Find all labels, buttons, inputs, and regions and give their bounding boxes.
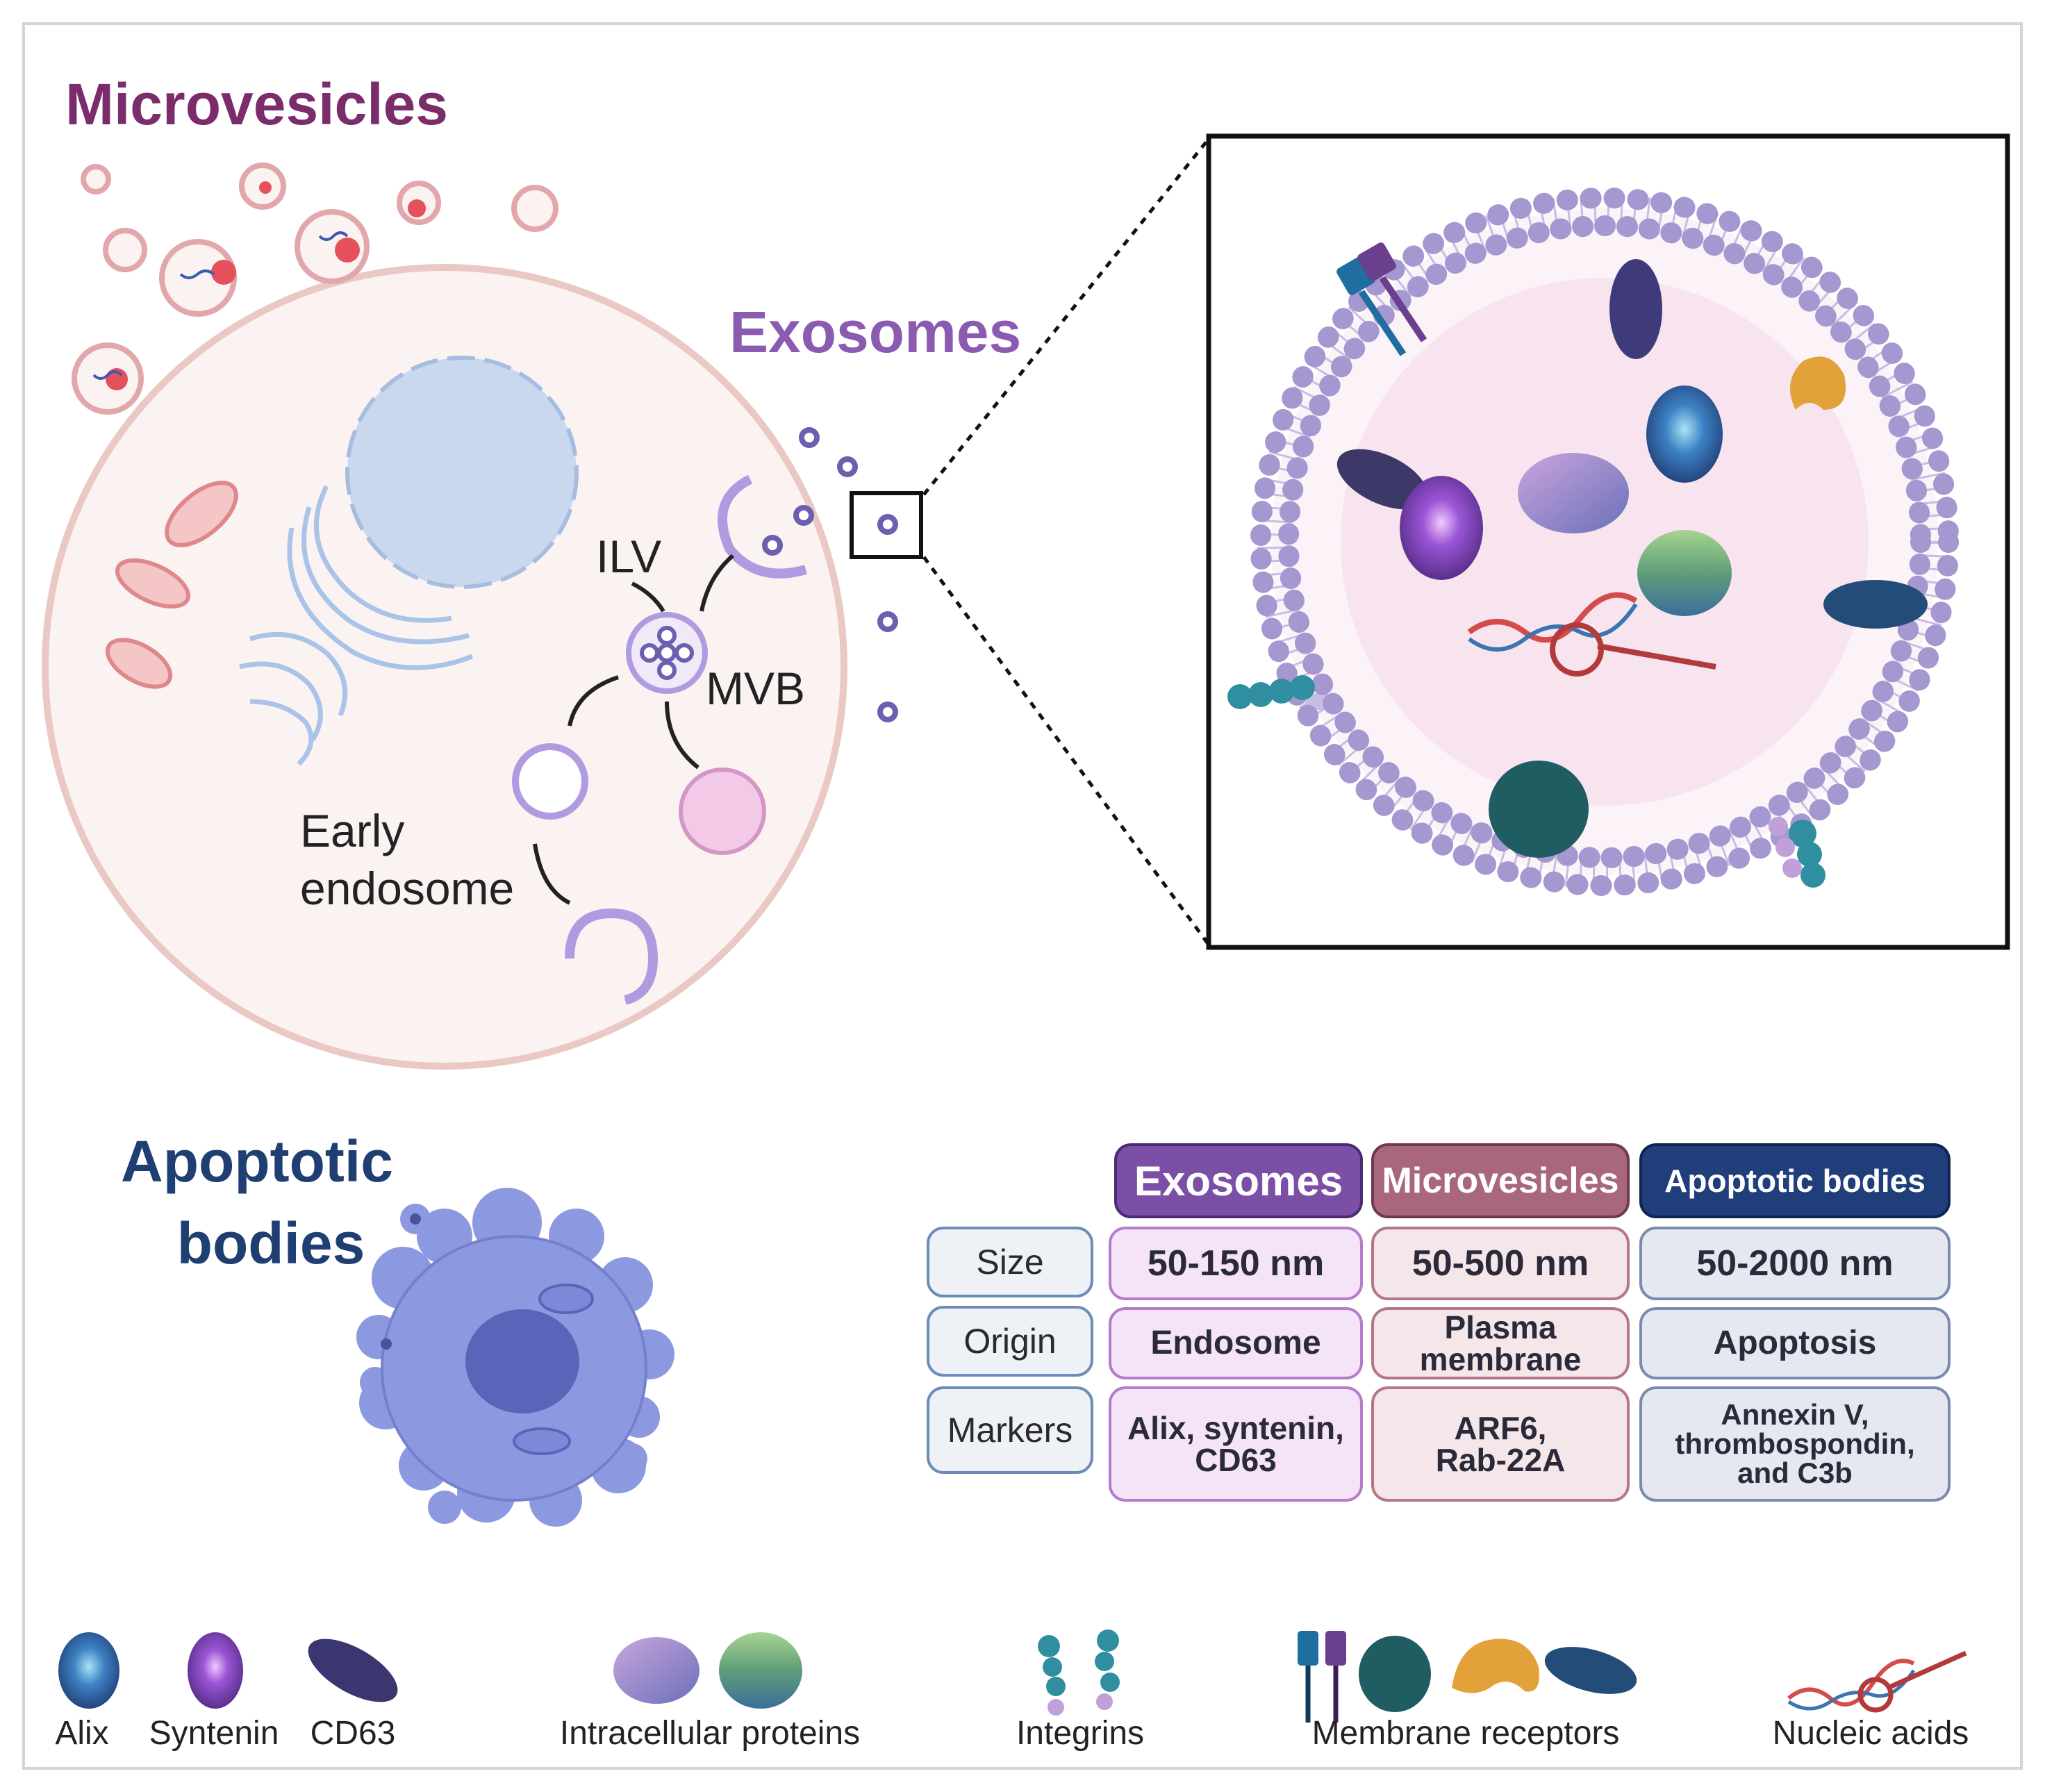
cell-size-apoptotic: 50-2000 nm <box>1639 1227 1951 1300</box>
exosome-detail-panel <box>1206 133 2010 950</box>
legend-label-cd63: CD63 <box>310 1715 396 1752</box>
cell-text-line2: thrombospondin, <box>1675 1427 1915 1460</box>
column-header-apoptotic-bodies: Apoptotic bodies <box>1639 1143 1951 1218</box>
cell-origin-exosomes: Endosome <box>1109 1307 1363 1379</box>
ilv-label: ILV <box>596 531 662 582</box>
cell-markers-apoptotic: Annexin V, thrombospondin, and C3b <box>1639 1386 1951 1502</box>
syntenin-icon <box>188 1632 243 1709</box>
exosomes-title: Exosomes <box>729 299 1022 365</box>
membrane-receptor-icon <box>1298 1631 1637 1723</box>
early-endosome <box>512 743 588 820</box>
cd63-icon <box>308 1638 398 1702</box>
nucleic-acid-icon <box>1787 1650 1967 1713</box>
cell-text-line2: Rab-22A <box>1435 1442 1566 1478</box>
cell-text: 50-150 nm <box>1147 1243 1325 1284</box>
cell-text-line2: membrane <box>1419 1341 1582 1377</box>
endoplasmic-reticulum <box>239 485 474 766</box>
legend-icons <box>58 1629 1967 1723</box>
cell-origin-apoptotic: Apoptosis <box>1639 1307 1951 1379</box>
zoom-indicator <box>850 138 1211 946</box>
legend-label-integrins: Integrins <box>1016 1715 1145 1752</box>
figure-frame <box>22 22 2023 1770</box>
legend-label-syntenin: Syntenin <box>149 1715 279 1752</box>
cell-size-exosomes: 50-150 nm <box>1109 1227 1363 1300</box>
cell-text: Apoptosis <box>1713 1325 1877 1361</box>
legend-label-nucleic-acids: Nucleic acids <box>1772 1715 1969 1752</box>
cell-markers-exosomes: Alix, syntenin, CD63 <box>1109 1386 1363 1502</box>
legend-label-intracellular-proteins: Intracellular proteins <box>559 1715 861 1752</box>
cell-text: 50-2000 nm <box>1696 1243 1894 1284</box>
multivesicular-body <box>626 612 708 694</box>
cell-text-line3: and C3b <box>1737 1457 1853 1489</box>
cell-size-microvesicles: 50-500 nm <box>1371 1227 1630 1300</box>
early-endosome-label: Early endosome <box>300 802 514 917</box>
cell-text-line1: Plasma <box>1444 1309 1557 1345</box>
row-header-size: Size <box>927 1227 1093 1297</box>
lysosome <box>679 768 766 855</box>
nucleus <box>345 356 579 589</box>
endocytosis-pit <box>565 908 659 1005</box>
intracellular-protein-icon <box>613 1632 802 1709</box>
cell-text: Endosome <box>1150 1325 1321 1361</box>
apoptotic-title-line2: bodies <box>176 1211 365 1276</box>
row-header-markers: Markers <box>927 1386 1093 1474</box>
microvesicles-title: Microvesicles <box>65 72 449 137</box>
mvb-label: MVB <box>706 663 806 714</box>
legend-label-membrane-receptors: Membrane receptors <box>1311 1715 1620 1752</box>
legend-label-alix: Alix <box>55 1715 109 1752</box>
column-header-microvesicles: Microvesicles <box>1371 1143 1630 1218</box>
cell-text-line1: Annexin V, <box>1721 1398 1869 1431</box>
cell-text-line1: Alix, syntenin, <box>1127 1410 1344 1446</box>
early-endosome-line2: endosome <box>300 862 515 914</box>
apoptotic-body <box>356 1188 674 1527</box>
alix-icon <box>58 1632 119 1709</box>
cell-markers-microvesicles: ARF6, Rab-22A <box>1371 1386 1630 1502</box>
early-endosome-line1: Early <box>300 805 405 856</box>
cell-origin-microvesicles: Plasma membrane <box>1371 1307 1630 1379</box>
cell-text: 50-500 nm <box>1411 1243 1589 1284</box>
integrin-icon <box>1038 1629 1120 1716</box>
apoptotic-title-line1: Apoptotic <box>121 1129 393 1194</box>
mitochondria <box>105 481 238 689</box>
cell-text-line2: CD63 <box>1195 1442 1277 1478</box>
apoptotic-bodies-title: Apoptotic bodies <box>118 1132 396 1272</box>
row-header-origin: Origin <box>927 1306 1093 1377</box>
released-exosomes <box>762 427 898 722</box>
column-header-exosomes: Exosomes <box>1114 1143 1363 1218</box>
budding-microvesicles <box>72 163 558 415</box>
pathway-arrows <box>533 554 734 905</box>
exocytosis-site <box>718 474 807 579</box>
cell-text-line1: ARF6, <box>1454 1410 1547 1446</box>
